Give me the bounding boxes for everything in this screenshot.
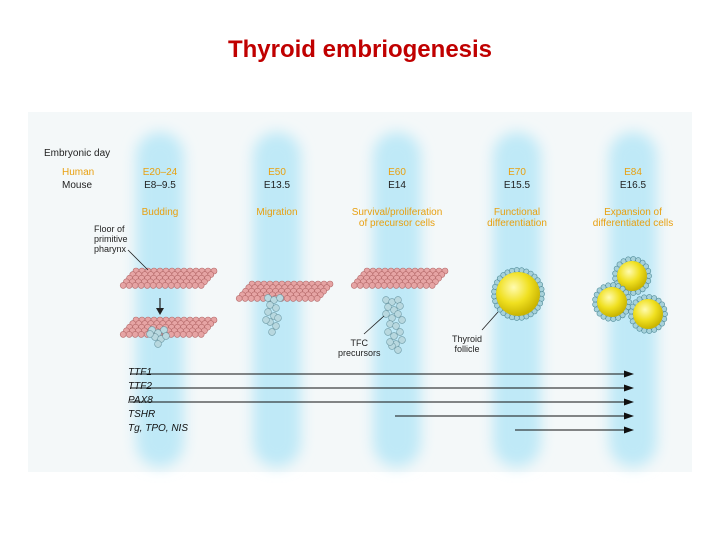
floor-pointer [127, 249, 149, 271]
thyroid-follicle-label: Thyroid follicle [452, 334, 483, 354]
tfc-precursors-label: TFC precursors [338, 338, 381, 358]
gene-label-1: TTF1 [128, 367, 152, 378]
stage-1: Budding [141, 207, 179, 218]
follicle-5b [592, 282, 632, 322]
cell-sheet-3 [350, 267, 449, 289]
gene-label-3: PAX8 [128, 395, 153, 406]
slide-title: Thyroid embriogenesis [227, 36, 493, 63]
human-day-2: E50 [268, 167, 286, 178]
cell-sheet-1-bottom [119, 316, 218, 338]
stage-4: Functional differentiation [487, 207, 547, 229]
precursor-cluster-3 [382, 296, 406, 354]
gene-arrow-head-1 [624, 370, 634, 378]
cell-sheet-1-top [119, 267, 218, 289]
column-band-5 [609, 132, 657, 467]
gene-arrow-head-3 [624, 398, 634, 406]
stage-2: Migration [256, 207, 298, 218]
gene-label-4: TSHR [128, 409, 156, 420]
human-day-1: E20–24 [142, 167, 178, 178]
mouse-day-1: E8–9.5 [144, 180, 176, 191]
mouse-day-2: E13.5 [263, 180, 291, 191]
human-label: Human [62, 167, 95, 178]
follicle-pointer [481, 311, 499, 331]
human-day-5: E84 [624, 167, 642, 178]
tfc-pointer [363, 315, 385, 335]
follicle-5c [628, 294, 668, 334]
precursor-bud-1 [146, 326, 170, 348]
follicle-5a [612, 256, 652, 296]
gene-label-5: Tg, TPO, NIS [128, 423, 189, 434]
mouse-day-4: E15.5 [503, 180, 531, 191]
budding-arrow-head [156, 308, 164, 315]
cell-sheet-2 [235, 280, 334, 302]
precursor-migrating-2 [262, 294, 284, 336]
gene-arrow-head-2 [624, 384, 634, 392]
floor-of-pharynx-label: Floor of primitive pharynx [94, 224, 128, 254]
human-day-3: E60 [388, 167, 406, 178]
gene-arrow-head-4 [624, 412, 634, 420]
mouse-day-5: E16.5 [619, 180, 647, 191]
human-day-4: E70 [508, 167, 526, 178]
mouse-label: Mouse [62, 180, 93, 191]
stage-3: Survival/proliferation of precursor cell… [351, 207, 443, 229]
mouse-day-3: E14 [388, 180, 406, 191]
stage-5: Expansion of differentiated cells [592, 207, 674, 229]
gene-arrow-head-5 [624, 426, 634, 434]
embryonic-day-label: Embryonic day [44, 148, 111, 159]
gene-label-2: TTF2 [128, 381, 152, 392]
thyroid-follicle-4 [491, 267, 545, 321]
